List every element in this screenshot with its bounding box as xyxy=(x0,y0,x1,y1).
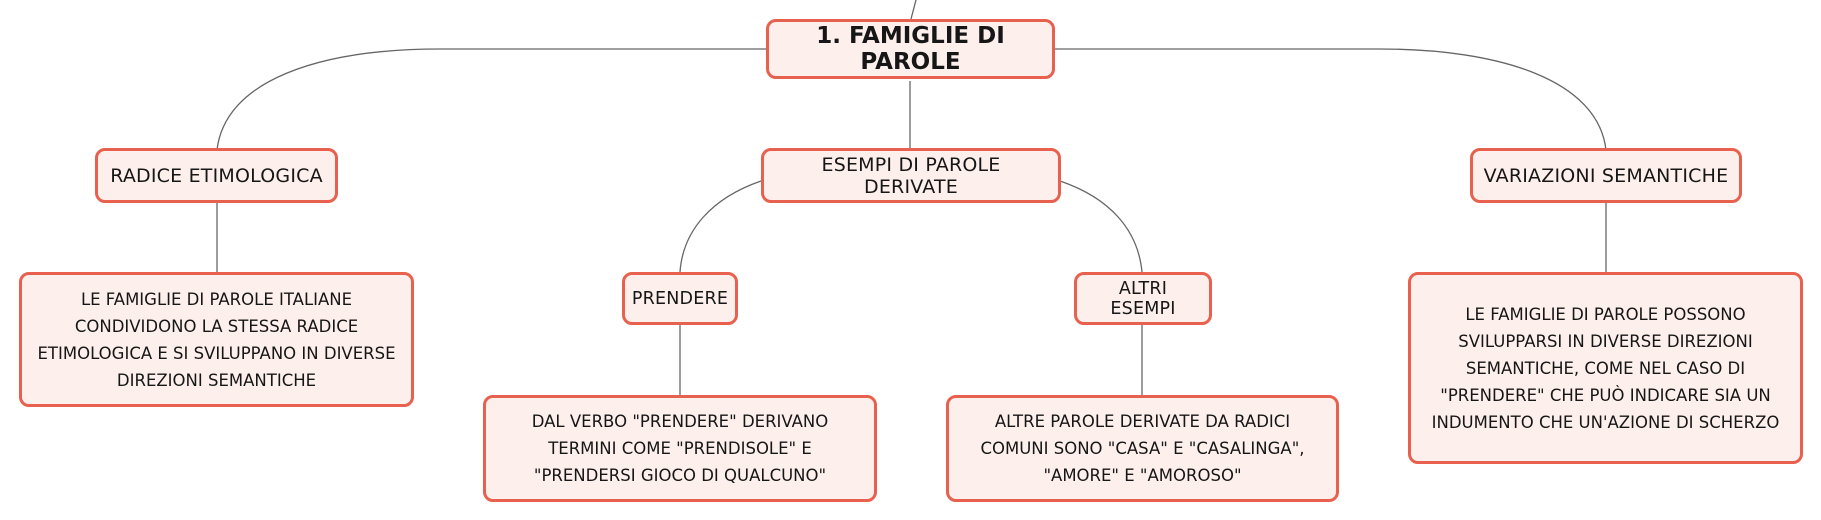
topic-esempi-label: ESEMPI DI PAROLE DERIVATE xyxy=(821,153,1001,198)
main-topic-label: 1. FAMIGLIE DI PAROLE xyxy=(816,23,1005,75)
subtopic-prendere[interactable]: PRENDERE xyxy=(622,272,738,325)
detail-variazioni-semantiche[interactable]: LE FAMIGLIE DI PAROLE POSSONO SVILUPPARS… xyxy=(1408,272,1803,464)
connector-esempi-to-altri xyxy=(1059,180,1143,273)
topic-radice-etimologica[interactable]: RADICE ETIMOLOGICA xyxy=(95,148,338,203)
topic-variazioni-label: VARIAZIONI SEMANTICHE xyxy=(1483,164,1729,187)
detail-prendere[interactable]: DAL VERBO "PRENDERE" DERIVANO TERMINI CO… xyxy=(483,395,877,502)
subtopic-altri-label: ALTRI ESEMPI xyxy=(1110,278,1176,319)
detail-radice-etimologica[interactable]: LE FAMIGLIE DI PAROLE ITALIANE CONDIVIDO… xyxy=(19,272,414,407)
detail-variazioni-text: LE FAMIGLIE DI PAROLE POSSONO SVILUPPARS… xyxy=(1431,304,1780,432)
detail-altri-text: ALTRE PAROLE DERIVATE DA RADICI COMUNI S… xyxy=(980,412,1305,485)
connector-esempi-to-prendere xyxy=(679,180,762,273)
connector-main-to-variazioni xyxy=(1055,48,1607,151)
topic-esempi-parole-derivate[interactable]: ESEMPI DI PAROLE DERIVATE xyxy=(761,148,1061,203)
subtopic-altri-esempi[interactable]: ALTRI ESEMPI xyxy=(1074,272,1212,325)
main-topic[interactable]: 1. FAMIGLIE DI PAROLE xyxy=(766,19,1055,79)
connector-parent-to-main xyxy=(910,0,917,20)
topic-variazioni-semantiche[interactable]: VARIAZIONI SEMANTICHE xyxy=(1470,148,1742,203)
detail-prendere-text: DAL VERBO "PRENDERE" DERIVANO TERMINI CO… xyxy=(531,412,829,485)
connector-main-to-radice xyxy=(216,48,766,151)
detail-altri-esempi[interactable]: ALTRE PAROLE DERIVATE DA RADICI COMUNI S… xyxy=(946,395,1339,502)
topic-radice-label: RADICE ETIMOLOGICA xyxy=(110,164,323,187)
subtopic-prendere-label: PRENDERE xyxy=(631,288,729,309)
detail-radice-text: LE FAMIGLIE DI PAROLE ITALIANE CONDIVIDO… xyxy=(37,289,396,390)
